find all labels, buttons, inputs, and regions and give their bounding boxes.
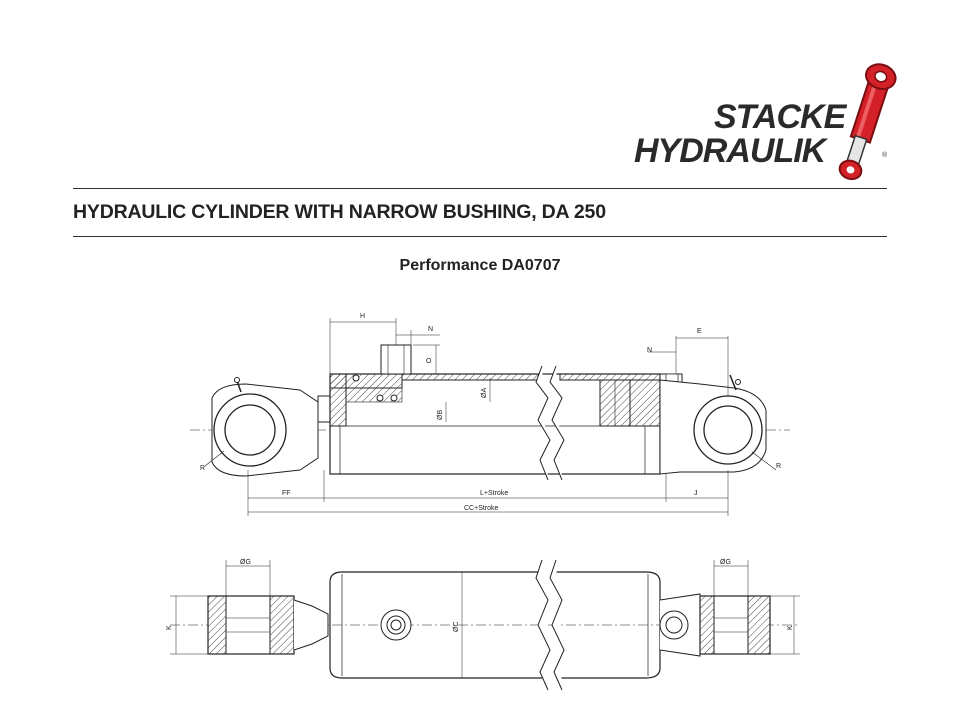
dim-label-n-right: N <box>647 347 652 354</box>
dim-label-k-right: K <box>787 625 794 630</box>
side-view: R <box>190 313 790 516</box>
dim-label-h: H <box>360 313 365 320</box>
brand-name-line-1: STACKE <box>714 98 846 136</box>
header-rule-bottom <box>73 236 887 237</box>
stacke-hydraulik-logo: STACKE HYDRAULIK ® <box>630 60 900 185</box>
dim-label-n-left: N <box>428 326 433 333</box>
left-rod-eye <box>204 377 319 477</box>
brand-name-line-2: HYDRAULIK <box>634 132 826 170</box>
top-view: ØG K ØC ØG K <box>166 559 800 691</box>
dim-label-j: J <box>694 490 698 497</box>
hydraulic-cylinder-logo-icon <box>838 63 897 181</box>
dim-label-b: ØB <box>437 410 444 420</box>
dim-label-ff: FF <box>282 490 291 497</box>
dim-label-e: E <box>697 328 702 335</box>
header-rule-top <box>73 188 887 189</box>
dim-label-g-left: ØG <box>240 559 251 566</box>
dim-label-cc-stroke: CC+Stroke <box>464 505 499 512</box>
dim-label-o: O <box>426 358 432 365</box>
registered-mark: ® <box>882 152 888 159</box>
dim-label-r-left: R <box>200 465 205 472</box>
dim-label-g-right: ØG <box>720 559 731 566</box>
dim-label-a: ØA <box>481 388 488 398</box>
dim-label-k-left: K <box>166 625 173 630</box>
performance-subtitle: Performance DA0707 <box>399 257 561 274</box>
dim-label-r-right: R <box>776 463 781 470</box>
page-title: HYDRAULIC CYLINDER WITH NARROW BUSHING, … <box>73 201 606 223</box>
dim-label-c: ØC <box>453 622 460 633</box>
dim-label-l-stroke: L+Stroke <box>480 490 508 497</box>
